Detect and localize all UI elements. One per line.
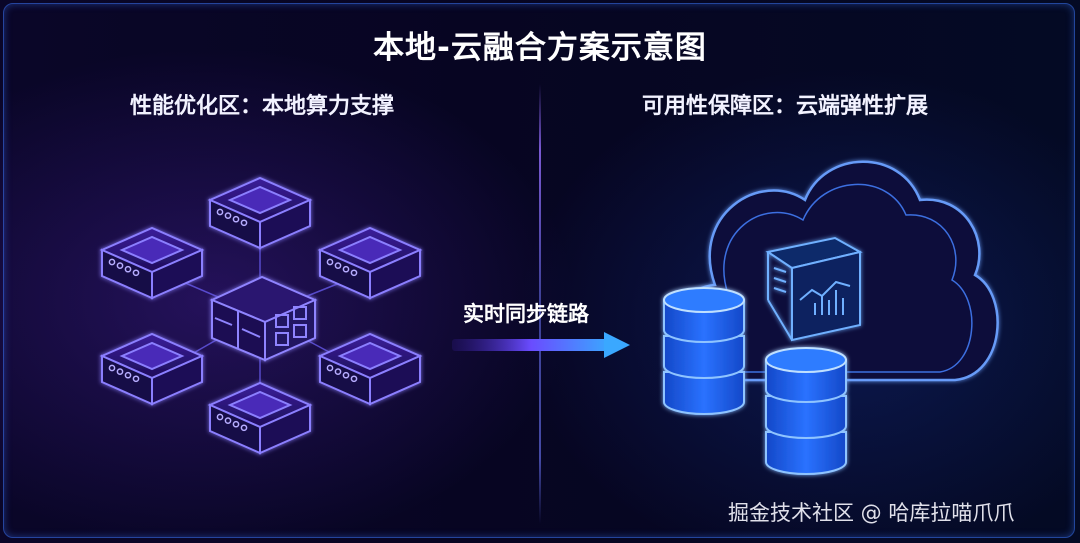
sync-link-label: 实时同步链路 <box>463 302 589 326</box>
right-zone-heading: 可用性保障区：云端弹性扩展 <box>642 94 929 119</box>
database-icon <box>765 347 847 475</box>
server-node-icon <box>207 381 313 455</box>
dashboard-panel-icon <box>765 236 863 342</box>
zone-divider <box>539 84 541 524</box>
server-node-icon <box>317 226 423 300</box>
server-node-icon <box>99 226 205 300</box>
central-hub-icon <box>209 275 318 362</box>
server-node-icon <box>317 332 423 406</box>
left-zone-heading: 性能优化区：本地算力支撑 <box>130 94 395 119</box>
server-node-icon <box>99 332 205 406</box>
database-icon <box>663 287 745 415</box>
diagram-title: 本地-云融合方案示意图 <box>373 30 707 66</box>
arrow-right-icon <box>452 332 630 358</box>
watermark: 掘金技术社区 @ 哈库拉喵爪爪 <box>728 501 1015 525</box>
frame-border <box>3 3 1075 538</box>
server-node-icon <box>207 176 313 250</box>
